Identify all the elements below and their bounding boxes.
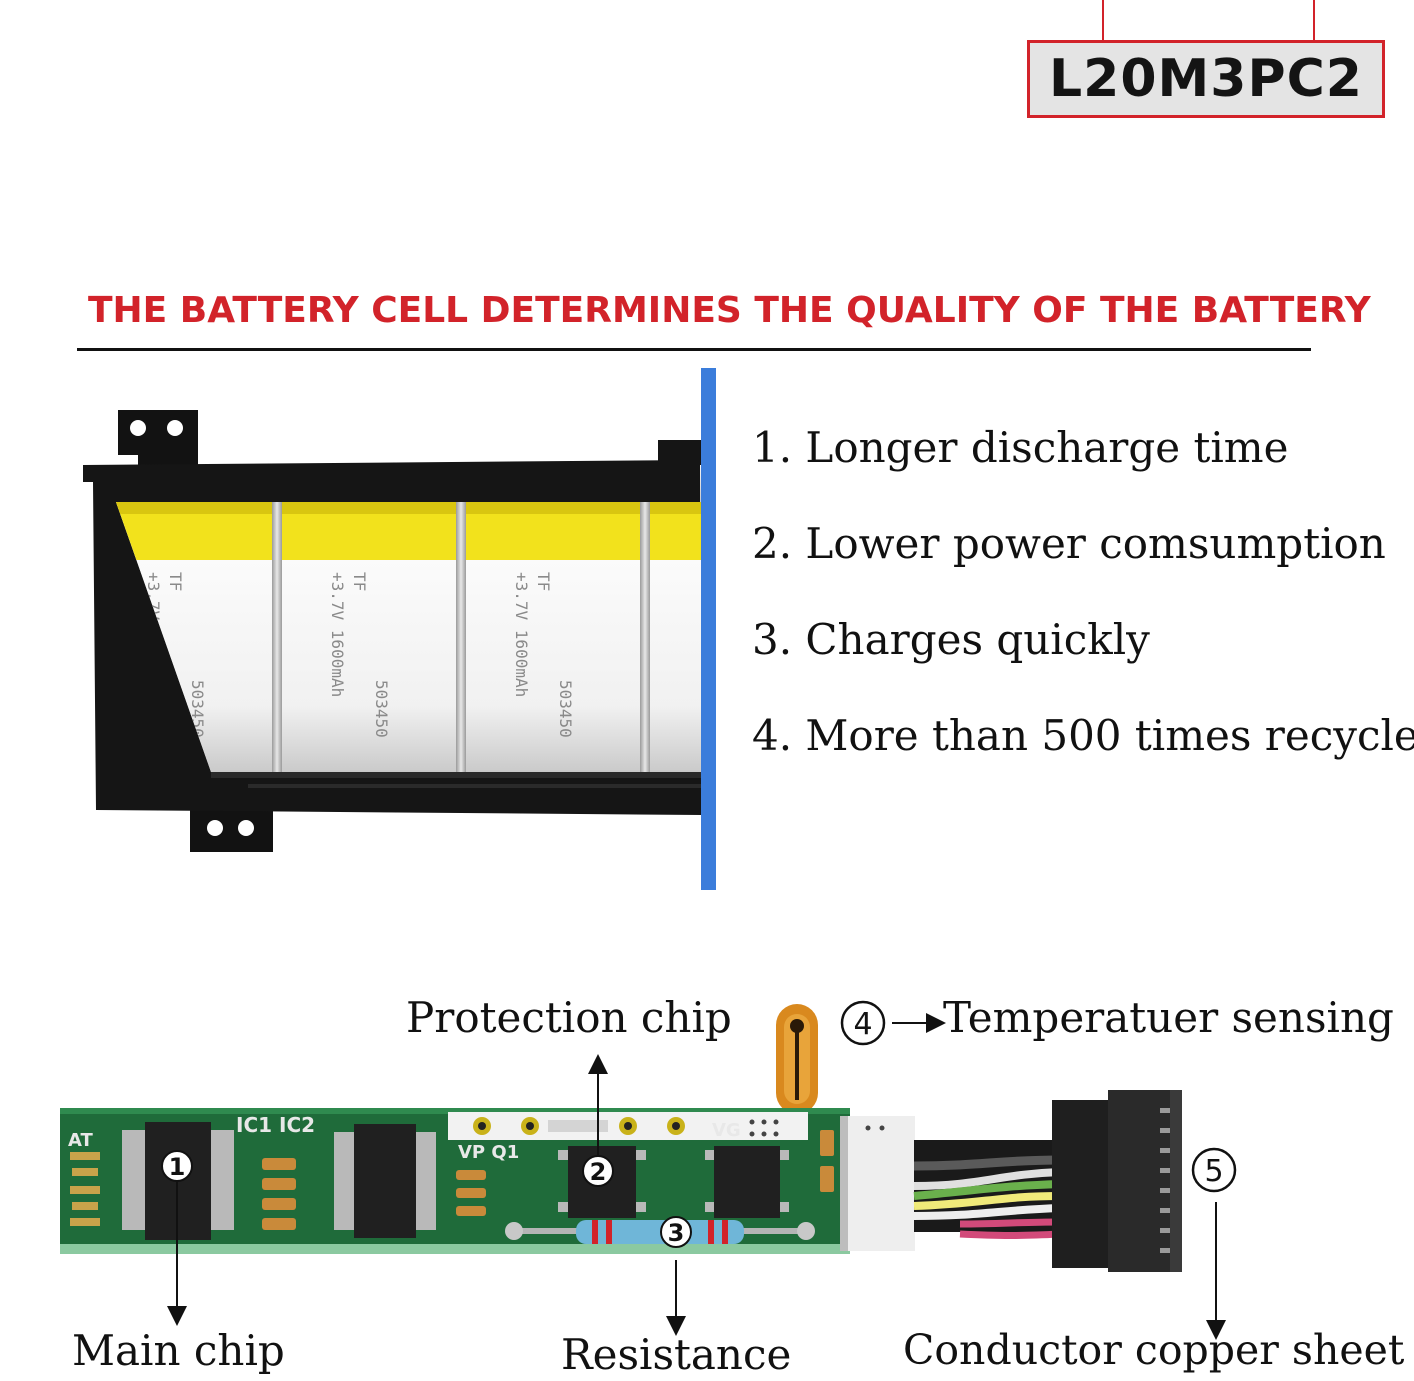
feature-item: 1. Longer discharge time bbox=[752, 423, 1289, 472]
section-heading: THE BATTERY CELL DETERMINES THE QUALITY … bbox=[88, 290, 1371, 331]
silkscreen-at: AT bbox=[68, 1130, 94, 1151]
marker-3-circle bbox=[660, 1216, 692, 1248]
silkscreen-ic: IC1 IC2 bbox=[236, 1113, 315, 1137]
cell-print: +3.7V 1600mAh bbox=[512, 572, 531, 697]
cell-print: 503450 bbox=[372, 680, 391, 738]
cell-print: 503450 bbox=[556, 680, 575, 738]
cell-print: TF bbox=[350, 572, 369, 591]
marker-3: 3 bbox=[668, 1219, 685, 1247]
divider-bar bbox=[701, 368, 716, 890]
pcb-board: AT IC1 IC2 VP Q1 VG bbox=[60, 1108, 915, 1254]
silkscreen-vg: VG bbox=[712, 1120, 741, 1141]
label-resistance: Resistance bbox=[561, 1330, 792, 1379]
marker-5-circle bbox=[1191, 1147, 1237, 1193]
feature-item: 3. Charges quickly bbox=[752, 615, 1150, 664]
feature-list: 1. Longer discharge time 2. Lower power … bbox=[752, 420, 1414, 804]
mount-tab-bottom bbox=[190, 805, 273, 852]
temperature-sensor bbox=[776, 1004, 818, 1114]
secondary-chip bbox=[334, 1124, 436, 1238]
marker-4: 4 bbox=[853, 1007, 872, 1042]
marker-2: 2 bbox=[590, 1158, 607, 1186]
marker-5: 5 bbox=[1204, 1154, 1223, 1189]
label-conductor-copper-sheet: Conductor copper sheet bbox=[903, 1326, 1405, 1374]
battery-cell bbox=[282, 502, 466, 772]
label-temperature-sensing: Temperatuer sensing bbox=[943, 993, 1394, 1042]
silkscreen-vp: VP Q1 bbox=[458, 1142, 519, 1163]
feature-item: 4. More than 500 times recycle bbox=[752, 711, 1414, 760]
battery-cable bbox=[913, 1140, 1061, 1239]
marker-1-circle bbox=[161, 1150, 193, 1182]
protection-board-image: AT IC1 IC2 VP Q1 VG bbox=[60, 1000, 1237, 1340]
feature-item: 2. Lower power comsumption bbox=[752, 519, 1386, 568]
marker-4-circle bbox=[840, 1000, 886, 1046]
label-main-chip: Main chip bbox=[72, 1326, 285, 1375]
cell-print: +3.7V 1600mAh bbox=[328, 572, 347, 697]
model-lead-right bbox=[1313, 0, 1315, 40]
cell-print: TF bbox=[166, 572, 185, 591]
mosfet-chip bbox=[705, 1146, 789, 1218]
cell-print: TF bbox=[534, 572, 553, 591]
model-label-box: L20M3PC2 bbox=[1027, 40, 1385, 118]
marker-1: 1 bbox=[169, 1153, 186, 1181]
heading-divider bbox=[77, 348, 1311, 351]
model-label: L20M3PC2 bbox=[1049, 49, 1363, 109]
model-lead-left bbox=[1102, 0, 1104, 40]
battery-pack-image: TF +3.7V 1600mAh 503450 TF +3.7V 1600mAh… bbox=[83, 410, 706, 852]
battery-cell bbox=[650, 502, 703, 772]
label-protection-chip: Protection chip bbox=[406, 993, 732, 1042]
battery-cell bbox=[466, 502, 650, 772]
mount-tab-top bbox=[118, 410, 198, 468]
cable-connector bbox=[1052, 1090, 1182, 1272]
